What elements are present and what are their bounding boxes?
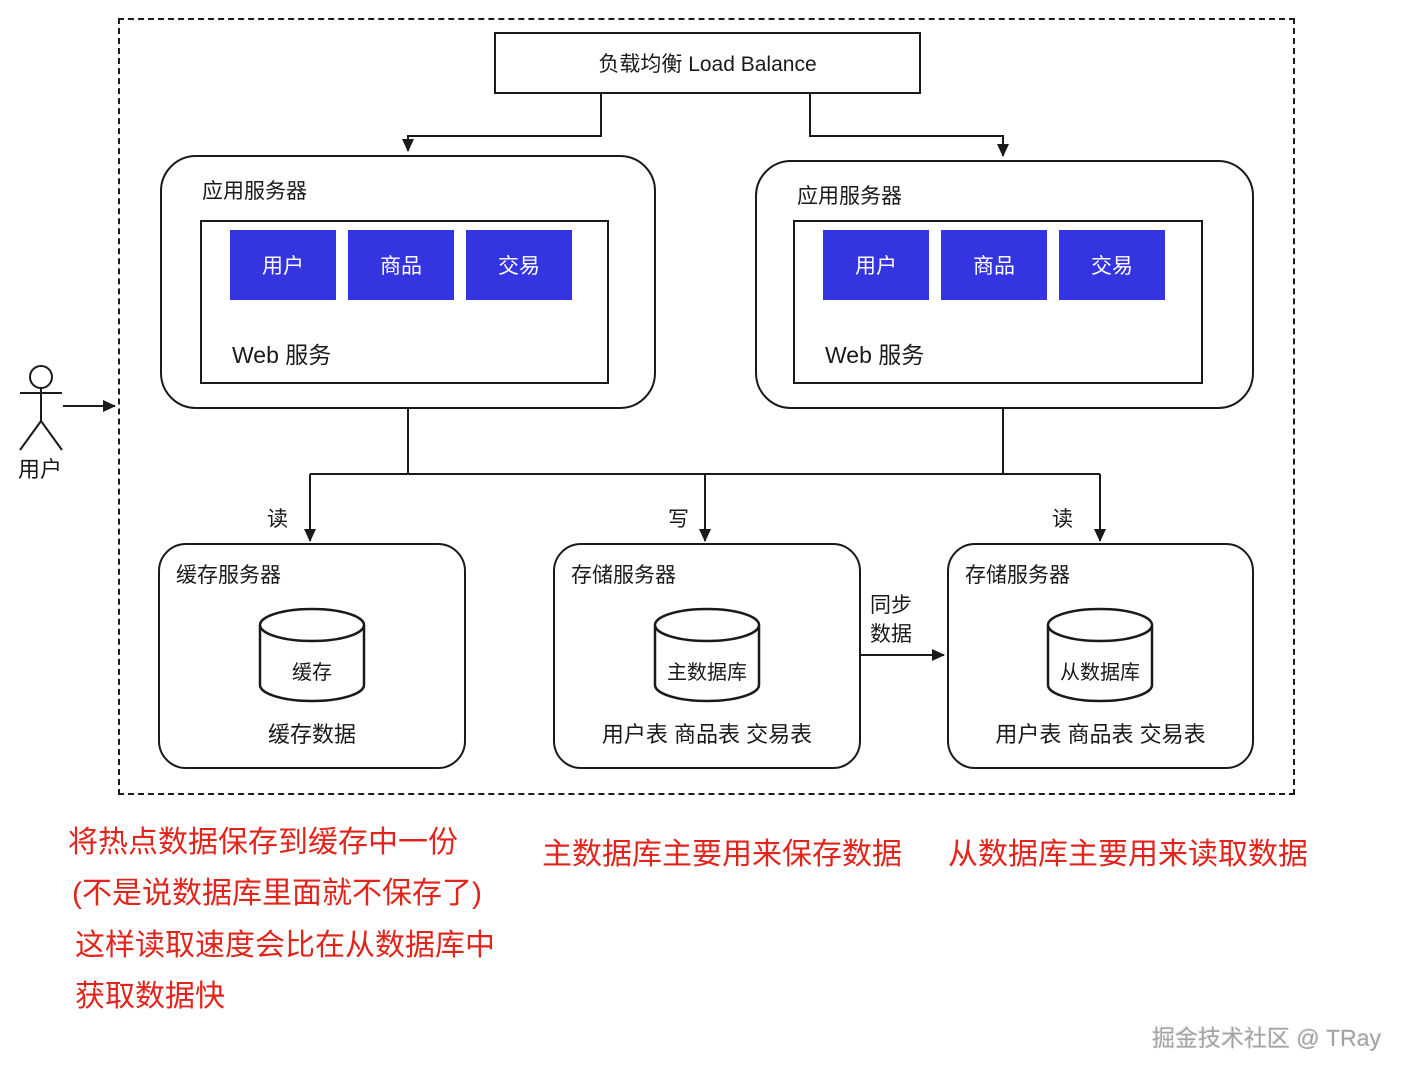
web-service-label: Web 服务 [232, 342, 332, 368]
cache-server-title: 缓存服务器 [176, 564, 281, 587]
edge-label-read-right: 读 [1052, 508, 1073, 531]
user-label: 用户 [18, 457, 63, 482]
edge-label-read-left: 读 [267, 508, 288, 531]
module-products: 商品 [348, 230, 454, 300]
cache-caption: 缓存数据 [267, 722, 356, 747]
slave-storage-box: 存储服务器 从数据库 用户表 商品表 交易表 [947, 543, 1254, 769]
annotation-cache-line2: (不是说数据库里面就不保存了) [72, 877, 482, 910]
annotation-cache-line1: 将热点数据保存到缓存中一份 [68, 826, 458, 859]
sync-label-line2: 数据 [870, 622, 912, 646]
edge-label-write: 写 [668, 508, 689, 531]
app-server-1: 应用服务器 用户 商品 交易 Web 服务 [160, 155, 656, 409]
watermark: 掘金技术社区 @ TRay [1152, 1025, 1382, 1051]
load-balancer-box: 负载均衡 Load Balance [494, 32, 921, 94]
slave-tables-caption: 用户表 商品表 交易表 [995, 722, 1206, 747]
app-server-1-web-box: 用户 商品 交易 Web 服务 [200, 220, 609, 384]
system-boundary-frame [118, 18, 1295, 795]
master-tables-caption: 用户表 商品表 交易表 [601, 722, 813, 747]
module-trades: 交易 [466, 230, 572, 300]
module-trades: 交易 [1059, 230, 1165, 300]
user-stick-figure-icon [19, 365, 63, 451]
web-service-label: Web 服务 [825, 342, 925, 368]
app-server-2-title: 应用服务器 [797, 185, 902, 208]
master-storage-box: 存储服务器 主数据库 用户表 商品表 交易表 [553, 543, 861, 769]
app-server-2: 应用服务器 用户 商品 交易 Web 服务 [755, 160, 1254, 409]
module-products: 商品 [941, 230, 1047, 300]
cache-server-box: 缓存服务器 缓存 缓存数据 [158, 543, 466, 769]
master-cylinder-label: 主数据库 [667, 661, 747, 684]
annotation-slave-db: 从数据库主要用来读取数据 [948, 838, 1308, 871]
master-db-cylinder-icon: 主数据库 [653, 607, 761, 703]
module-row: 用户 商品 交易 [823, 230, 1165, 300]
annotation-cache-line4: 获取数据快 [75, 980, 225, 1013]
load-balancer-label: 负载均衡 Load Balance [598, 53, 817, 76]
edge-label-sync: 同步 数据 [870, 592, 912, 650]
master-storage-title: 存储服务器 [571, 564, 676, 587]
sync-label-line1: 同步 [870, 594, 912, 617]
annotation-cache-line3: 这样读取速度会比在从数据库中 [75, 929, 495, 962]
slave-storage-title: 存储服务器 [965, 564, 1070, 587]
slave-cylinder-label: 从数据库 [1060, 661, 1140, 684]
annotation-master-db: 主数据库主要用来保存数据 [542, 838, 902, 871]
app-server-1-title: 应用服务器 [202, 180, 307, 203]
module-row: 用户 商品 交易 [230, 230, 572, 300]
cache-cylinder-label: 缓存 [292, 661, 332, 684]
module-users: 用户 [823, 230, 929, 300]
app-server-2-web-box: 用户 商品 交易 Web 服务 [793, 220, 1203, 384]
cache-db-cylinder-icon: 缓存 [258, 607, 366, 703]
module-users: 用户 [230, 230, 336, 300]
slave-db-cylinder-icon: 从数据库 [1046, 607, 1154, 703]
